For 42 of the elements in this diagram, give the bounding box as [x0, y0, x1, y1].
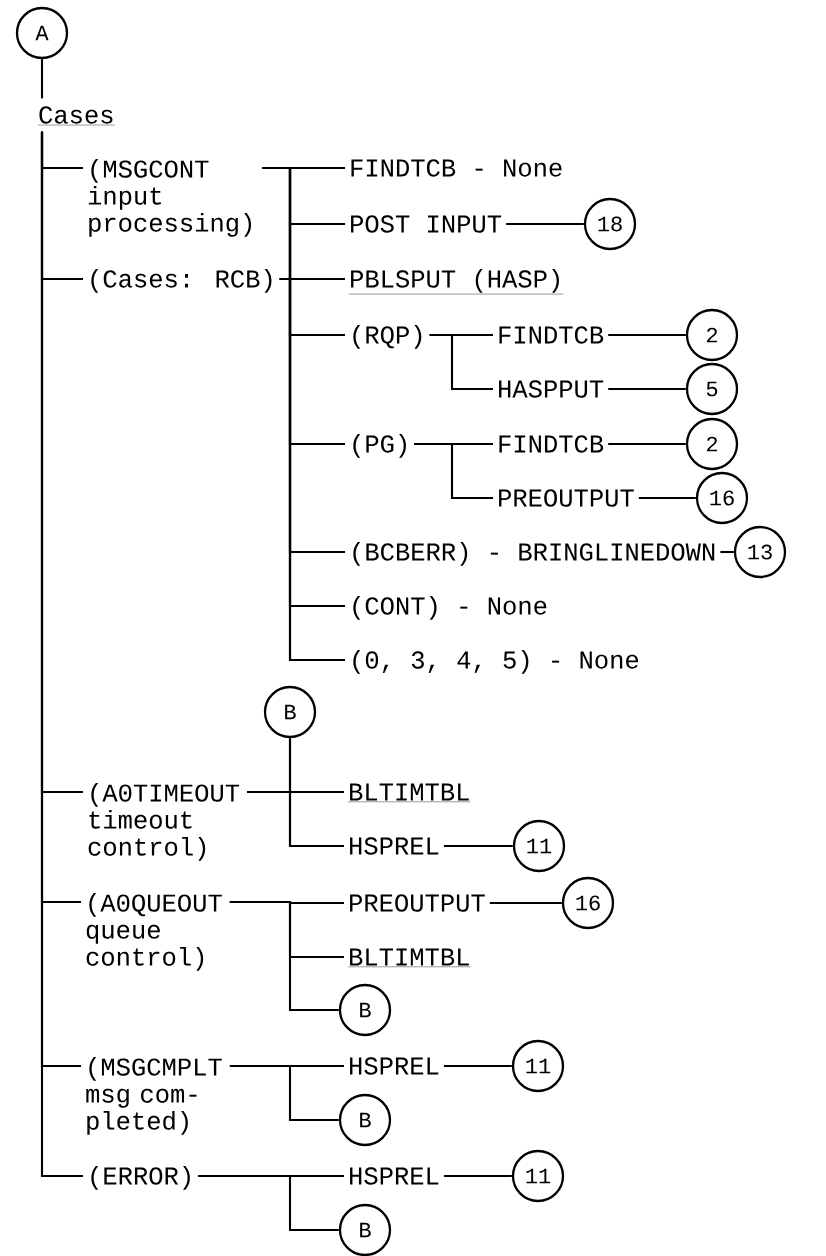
routine-label: (CONT) - None [353, 595, 547, 620]
routine-label: PBLSPUT (HASP) [348, 268, 564, 295]
branch-line [443, 1174, 512, 1178]
routine-label: HSPREL [350, 1167, 439, 1185]
case-label: (MSGCONT input processing) [88, 159, 252, 237]
case-label: (A0TIMEOUT timeout control) [88, 783, 240, 861]
routine-label: FINDTCB - None [351, 159, 562, 177]
routine-label: PREOUTPUT [499, 489, 634, 507]
routine-label: HSPREL [350, 1057, 439, 1075]
routine-label: (PG) [353, 433, 406, 458]
routine-label: FINDTCB [499, 435, 604, 453]
routine-label: BLTIMTBL [347, 948, 471, 967]
routine-label: HASPPUT [499, 380, 604, 398]
case-label: (Cases: RCB) [91, 268, 272, 293]
branch-line [489, 901, 562, 905]
branch-line [608, 333, 686, 337]
case-label: (MSGCMPLT msg com- pleted) [86, 1057, 222, 1135]
branch-line [443, 1064, 512, 1068]
routine-label: BLTIMTBL [347, 783, 471, 802]
branch-line [429, 333, 493, 391]
case-heading: Cases [37, 106, 115, 126]
routine-label: (BCBERR) - BRINGLINEDOWN [353, 541, 715, 566]
case-label: (A0QUEOUT queue control) [86, 893, 222, 971]
branch-line [720, 550, 734, 554]
branch-line [414, 442, 493, 500]
branch-line [638, 496, 696, 500]
case-label: (ERROR) [91, 1165, 190, 1190]
branch-line [229, 1064, 339, 1122]
branch-line [443, 844, 513, 848]
branch-line [608, 442, 686, 446]
routine-label: (RQP) [353, 324, 422, 349]
branch-line [229, 900, 339, 1012]
routine-label: PREOUTPUT [350, 894, 485, 912]
branch-line [198, 1174, 339, 1232]
branch-line [247, 790, 344, 848]
routine-label: POST INPUT [351, 215, 502, 233]
branch-line [506, 222, 584, 226]
branch-line [40, 59, 44, 99]
branch-line [608, 387, 686, 391]
routine-label: (0, 3, 4, 5) - None [353, 649, 639, 674]
routine-label: FINDTCB [499, 326, 604, 344]
routine-label: HSPREL [350, 837, 439, 855]
